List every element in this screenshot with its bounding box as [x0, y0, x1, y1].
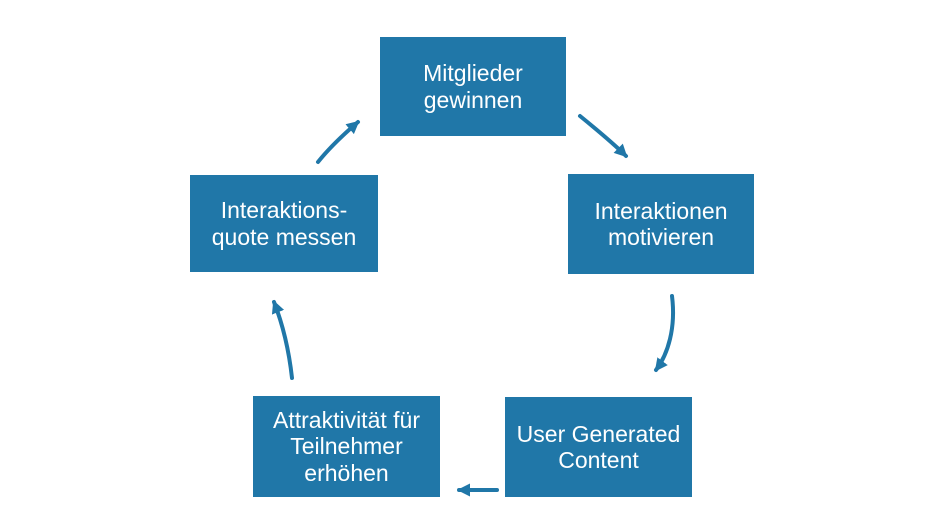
node-label-user-generated-content: User Generated Content [516, 420, 681, 473]
node-attraktivitaet-fuer-teilnehmer-erhoehen: Attraktivität für Teilnehmer erhöhen [253, 396, 440, 497]
node-mitglieder-gewinnen: Mitglieder gewinnen [380, 37, 566, 136]
arrow-messen-to-gewinnen-icon [316, 120, 360, 164]
node-user-generated-content: User Generated Content [505, 397, 692, 497]
arrow-motivieren-to-content-icon [654, 294, 675, 372]
node-label-interaktionen-motivieren: Interaktionen motivieren [594, 197, 728, 250]
node-label-interaktionsquote-messen: Interaktions- quote messen [211, 197, 357, 250]
arrow-attraktivitaet-to-messen-icon [271, 300, 294, 380]
node-interaktionsquote-messen: Interaktions- quote messen [190, 175, 378, 272]
node-label-mitglieder-gewinnen: Mitglieder gewinnen [423, 60, 523, 113]
arrow-gewinnen-to-motivieren-icon [578, 114, 628, 158]
node-interaktionen-motivieren: Interaktionen motivieren [568, 174, 754, 274]
node-label-attraktivitaet-fuer-teilnehmer-erhoehen: Attraktivität für Teilnehmer erhöhen [273, 406, 420, 486]
